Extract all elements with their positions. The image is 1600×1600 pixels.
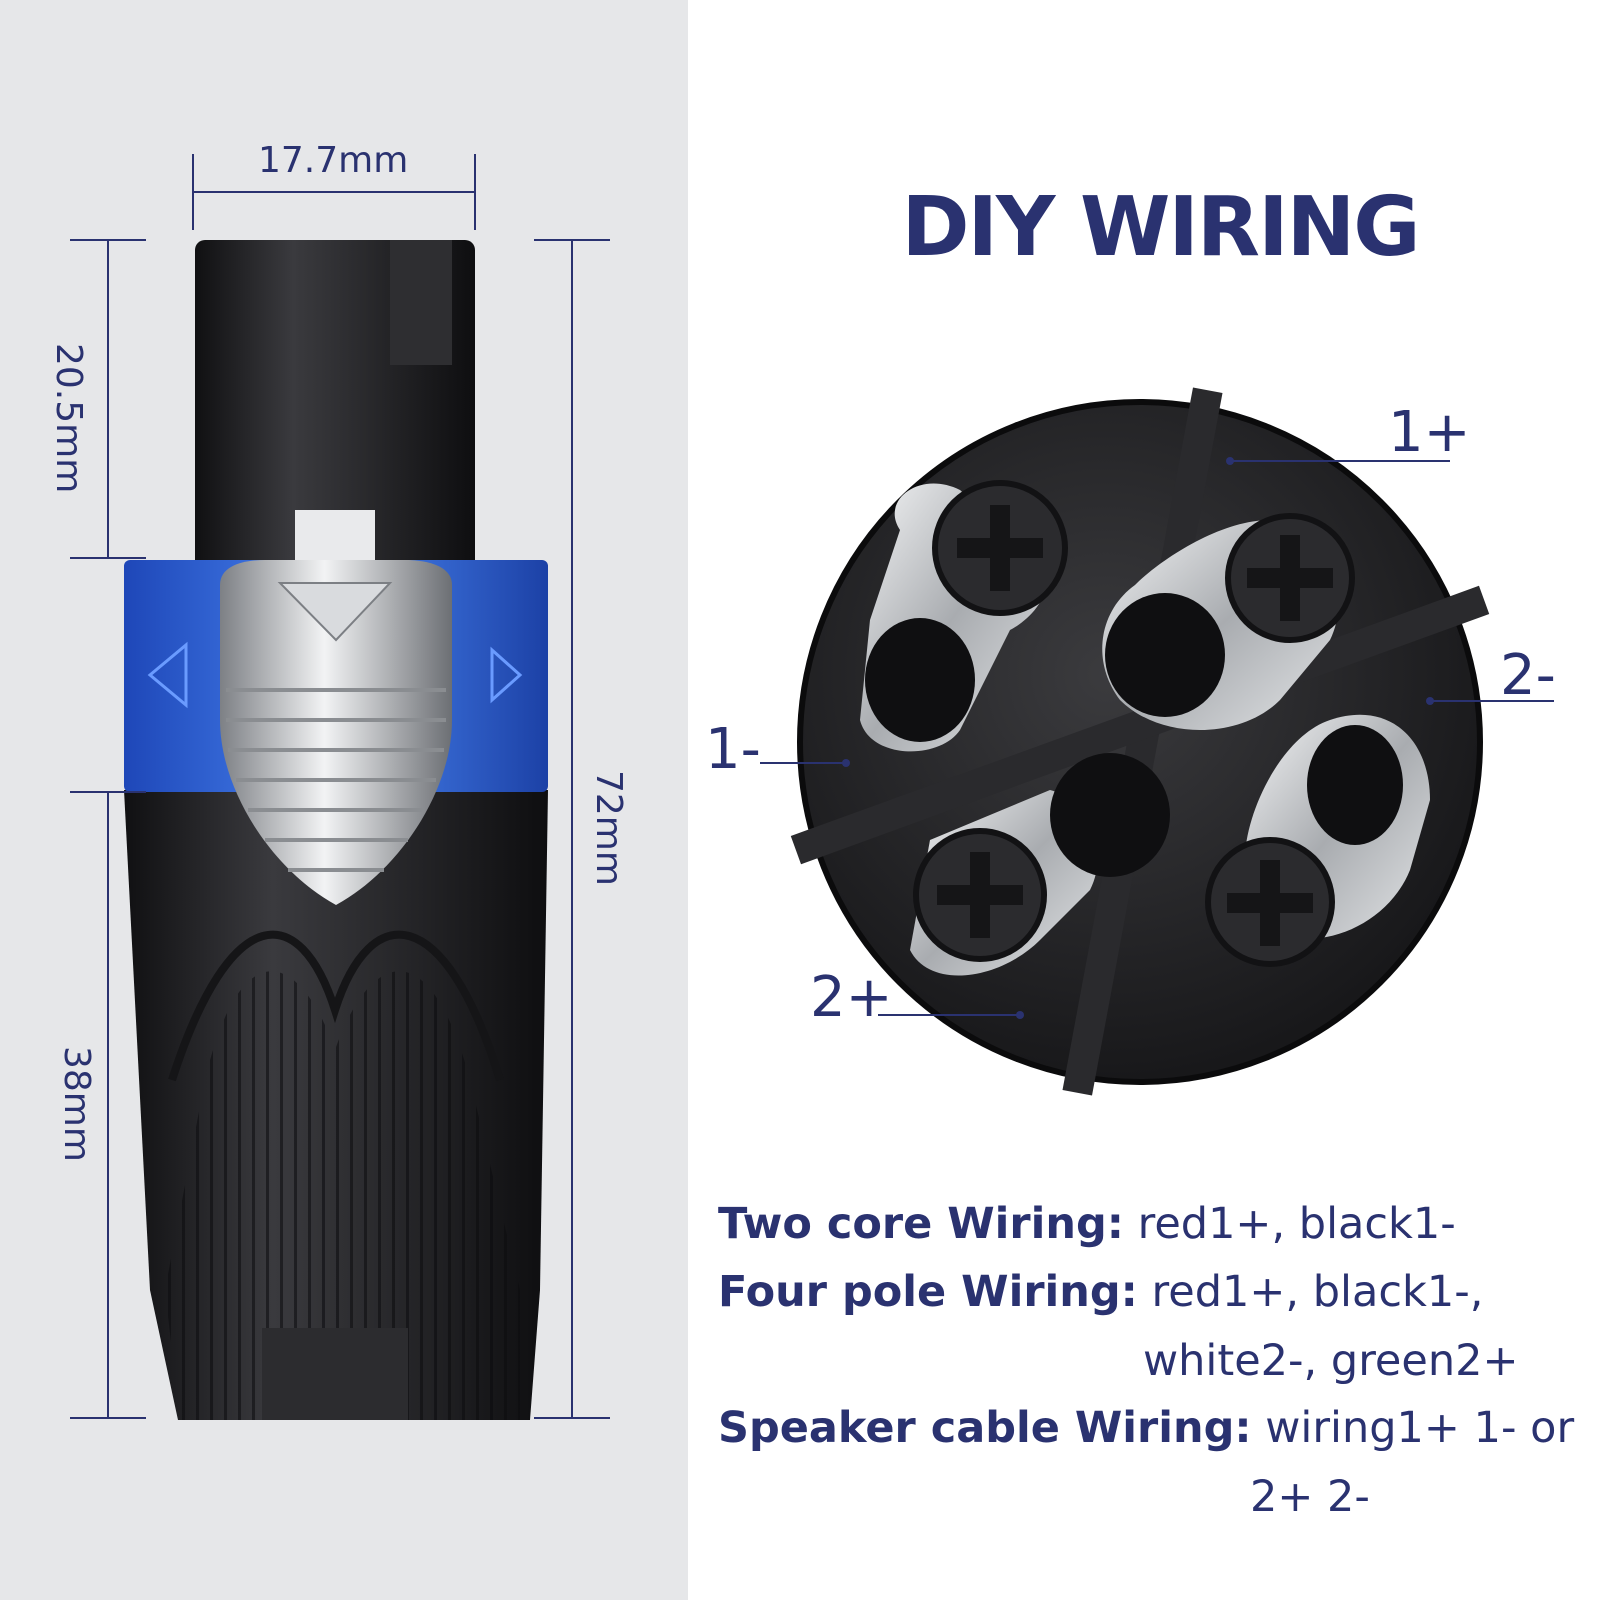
- pin-label-2plus: 2+: [810, 965, 893, 1030]
- spec-two-core-value: red1+, black1-: [1137, 1199, 1456, 1249]
- dimension-head: [70, 239, 146, 559]
- spec-two-core-label: Two core Wiring:: [718, 1199, 1124, 1249]
- connector-body: [124, 790, 548, 1420]
- pin-dot-2minus: [1426, 697, 1434, 705]
- pin-dot-1minus: [842, 759, 850, 767]
- spec-four-pole-value-cont: white2-, green2+: [1143, 1336, 1519, 1386]
- terminal-lug-1minus: [860, 480, 1068, 752]
- pin-dot-2plus: [1016, 1011, 1024, 1019]
- dimension-total: [534, 239, 610, 1419]
- dimension-total-label: 72mm: [588, 770, 629, 886]
- connector-head: [195, 240, 475, 580]
- dimension-width-label: 17.7mm: [258, 140, 409, 181]
- pin-label-1plus: 1+: [1388, 400, 1471, 465]
- spec-two-core: Two core Wiring: red1+, black1-: [718, 1199, 1456, 1249]
- terminal-lug-1plus: [1102, 513, 1355, 730]
- metal-latch: [220, 560, 452, 905]
- spec-speaker-cable-value-cont: 2+ 2-: [1250, 1472, 1370, 1522]
- spec-four-pole: Four pole Wiring: red1+, black1-,: [718, 1267, 1484, 1317]
- dimension-head-label: 20.5mm: [48, 343, 89, 494]
- spec-speaker-cable-value: wiring1+ 1- or: [1265, 1403, 1575, 1453]
- pin-label-2minus: 2-: [1500, 643, 1556, 708]
- dimension-tail-label: 38mm: [56, 1046, 97, 1162]
- pin-leader-1plus: [1232, 460, 1450, 462]
- terminal-disc: [790, 387, 1490, 1096]
- page-title: DIY WIRING: [901, 180, 1420, 275]
- terminal-lug-2minus: [1205, 714, 1430, 967]
- pin-leader-1minus: [760, 762, 845, 764]
- spec-four-pole-label: Four pole Wiring:: [718, 1267, 1138, 1317]
- dimension-width: [192, 154, 476, 230]
- pin-label-1minus: 1-: [705, 717, 761, 782]
- dimension-tail: [70, 791, 146, 1419]
- spec-speaker-cable: Speaker cable Wiring: wiring1+ 1- or: [718, 1403, 1575, 1453]
- pin-dot-1plus: [1226, 457, 1234, 465]
- pin-leader-2minus: [1432, 700, 1554, 702]
- spec-four-pole-value: red1+, black1-,: [1151, 1267, 1484, 1317]
- terminal-lug-2plus: [910, 753, 1170, 976]
- spec-speaker-cable-label: Speaker cable Wiring:: [718, 1403, 1252, 1453]
- pin-leader-2plus: [878, 1014, 1020, 1016]
